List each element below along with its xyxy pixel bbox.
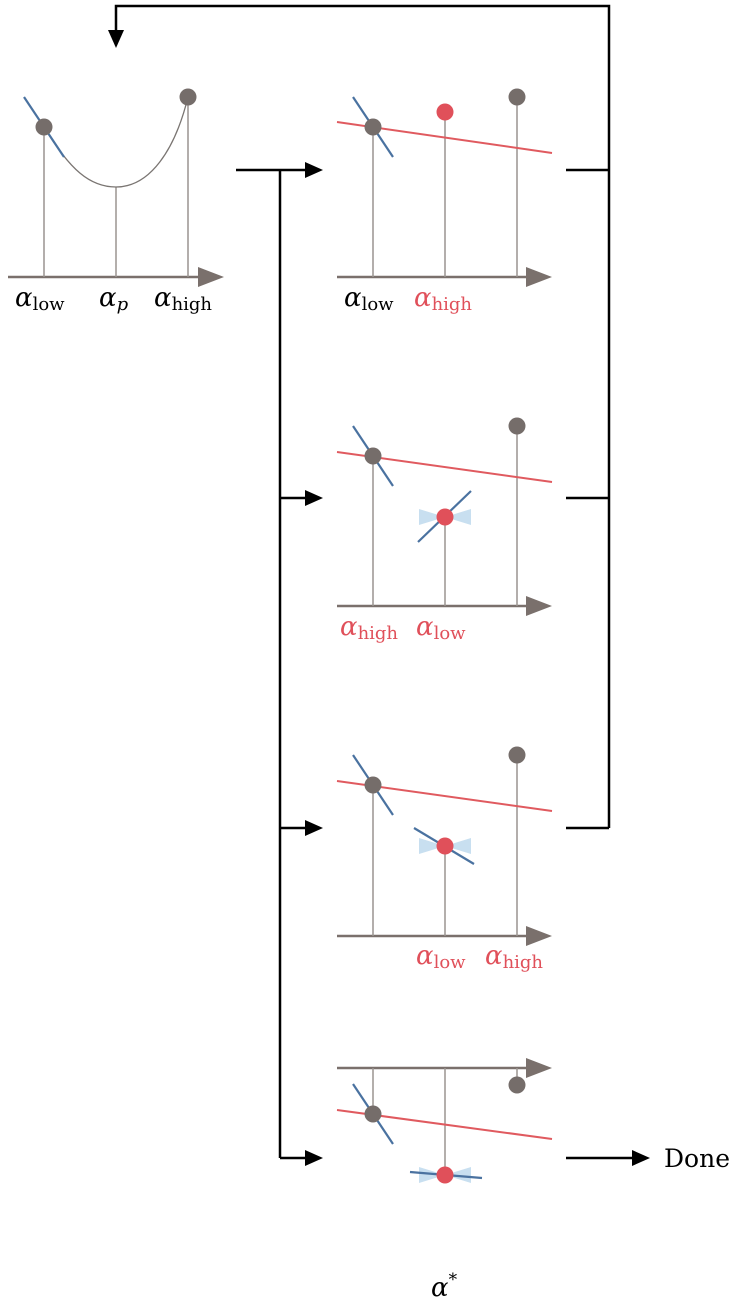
- point-low: [364, 776, 382, 794]
- point-high: [508, 1076, 526, 1094]
- point-trial: [436, 508, 454, 526]
- point-low: [364, 1105, 382, 1123]
- branch-arrowheads: [305, 162, 650, 1166]
- point-trial: [436, 103, 454, 121]
- curvature-cone: [419, 1167, 445, 1183]
- point-trial: [436, 837, 454, 855]
- arrowhead-panel4: [305, 1150, 323, 1166]
- arrowhead-done: [632, 1150, 650, 1166]
- point-trial: [436, 1166, 454, 1184]
- point-high: [508, 746, 526, 764]
- panel-case-4: α*: [336, 1058, 553, 1303]
- curvature-cone: [445, 838, 471, 854]
- arrowhead-panel3: [305, 820, 323, 836]
- point-high: [508, 417, 526, 435]
- loop-back-arrowhead: [108, 30, 124, 48]
- point-high: [508, 88, 526, 106]
- label-alpha-high: αhigh: [154, 283, 212, 315]
- curvature-cone: [419, 509, 445, 525]
- arrowhead-panel2: [305, 490, 323, 506]
- label-alpha-low: αlow: [15, 283, 65, 315]
- label-alpha-low: αlow: [344, 283, 394, 315]
- label-alpha-star: α*: [431, 1270, 458, 1303]
- label-alpha-low-new: αlow: [416, 612, 466, 644]
- panel-case-3: αlow αhigh: [336, 746, 553, 973]
- point-low: [364, 447, 382, 465]
- label-alpha-high-new: αhigh: [340, 612, 398, 644]
- panel-case-2: αhigh αlow: [336, 417, 553, 644]
- done-label: Done: [664, 1144, 730, 1173]
- label-alpha-high-new: αhigh: [485, 941, 543, 973]
- curvature-cone: [419, 838, 445, 854]
- panel-case-1: αlow αhigh: [336, 88, 553, 315]
- label-alpha-low-new: αlow: [416, 941, 466, 973]
- curvature-cone: [445, 509, 471, 525]
- arrowhead-panel1: [305, 162, 323, 178]
- axis-arrowhead: [526, 926, 552, 946]
- point-high: [179, 88, 197, 106]
- label-alpha-high-new: αhigh: [414, 283, 472, 315]
- axis-arrowhead: [526, 267, 552, 287]
- point-low: [35, 118, 53, 136]
- label-alpha-p: αp: [99, 283, 129, 315]
- axis-arrowhead: [526, 1058, 552, 1078]
- axis-arrowhead: [526, 596, 552, 616]
- loop-back-connector: [114, 4, 611, 828]
- point-low: [364, 118, 382, 136]
- axis-arrowhead: [198, 267, 224, 287]
- panel-initial: αlow αp αhigh: [8, 88, 224, 315]
- objective-curve: [43, 96, 189, 188]
- flow-connectors: [108, 4, 636, 1160]
